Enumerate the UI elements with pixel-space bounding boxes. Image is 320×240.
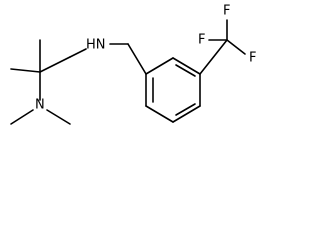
ring-bond-5 bbox=[145, 105, 174, 123]
fluorine-top-label: F bbox=[223, 4, 230, 19]
amine-nh-label: HN bbox=[86, 38, 106, 53]
fluorine-right-label: F bbox=[249, 51, 256, 66]
ring-bond-1 bbox=[145, 57, 174, 75]
bond-methyl-left bbox=[10, 68, 41, 73]
bond-ring-cf3 bbox=[199, 39, 228, 75]
bond-ch2-nh bbox=[69, 48, 87, 58]
amine-n-label: N bbox=[35, 98, 45, 113]
fluorine-left-label: F bbox=[198, 33, 205, 48]
bond-quaternary-ch2 bbox=[39, 56, 71, 73]
ring-double-bond-3 bbox=[175, 103, 196, 116]
ring-bond-4 bbox=[172, 105, 201, 123]
bond-ch2-ring bbox=[127, 43, 147, 75]
bond-n-methyl-left bbox=[10, 109, 34, 125]
ring-bond-2 bbox=[172, 57, 201, 75]
molecule-structure: HN N F F F bbox=[10, 4, 256, 125]
bond-n-methyl-right bbox=[46, 109, 71, 125]
bond-cf3-f-right bbox=[226, 39, 246, 55]
ring-double-bond-1 bbox=[175, 64, 196, 77]
